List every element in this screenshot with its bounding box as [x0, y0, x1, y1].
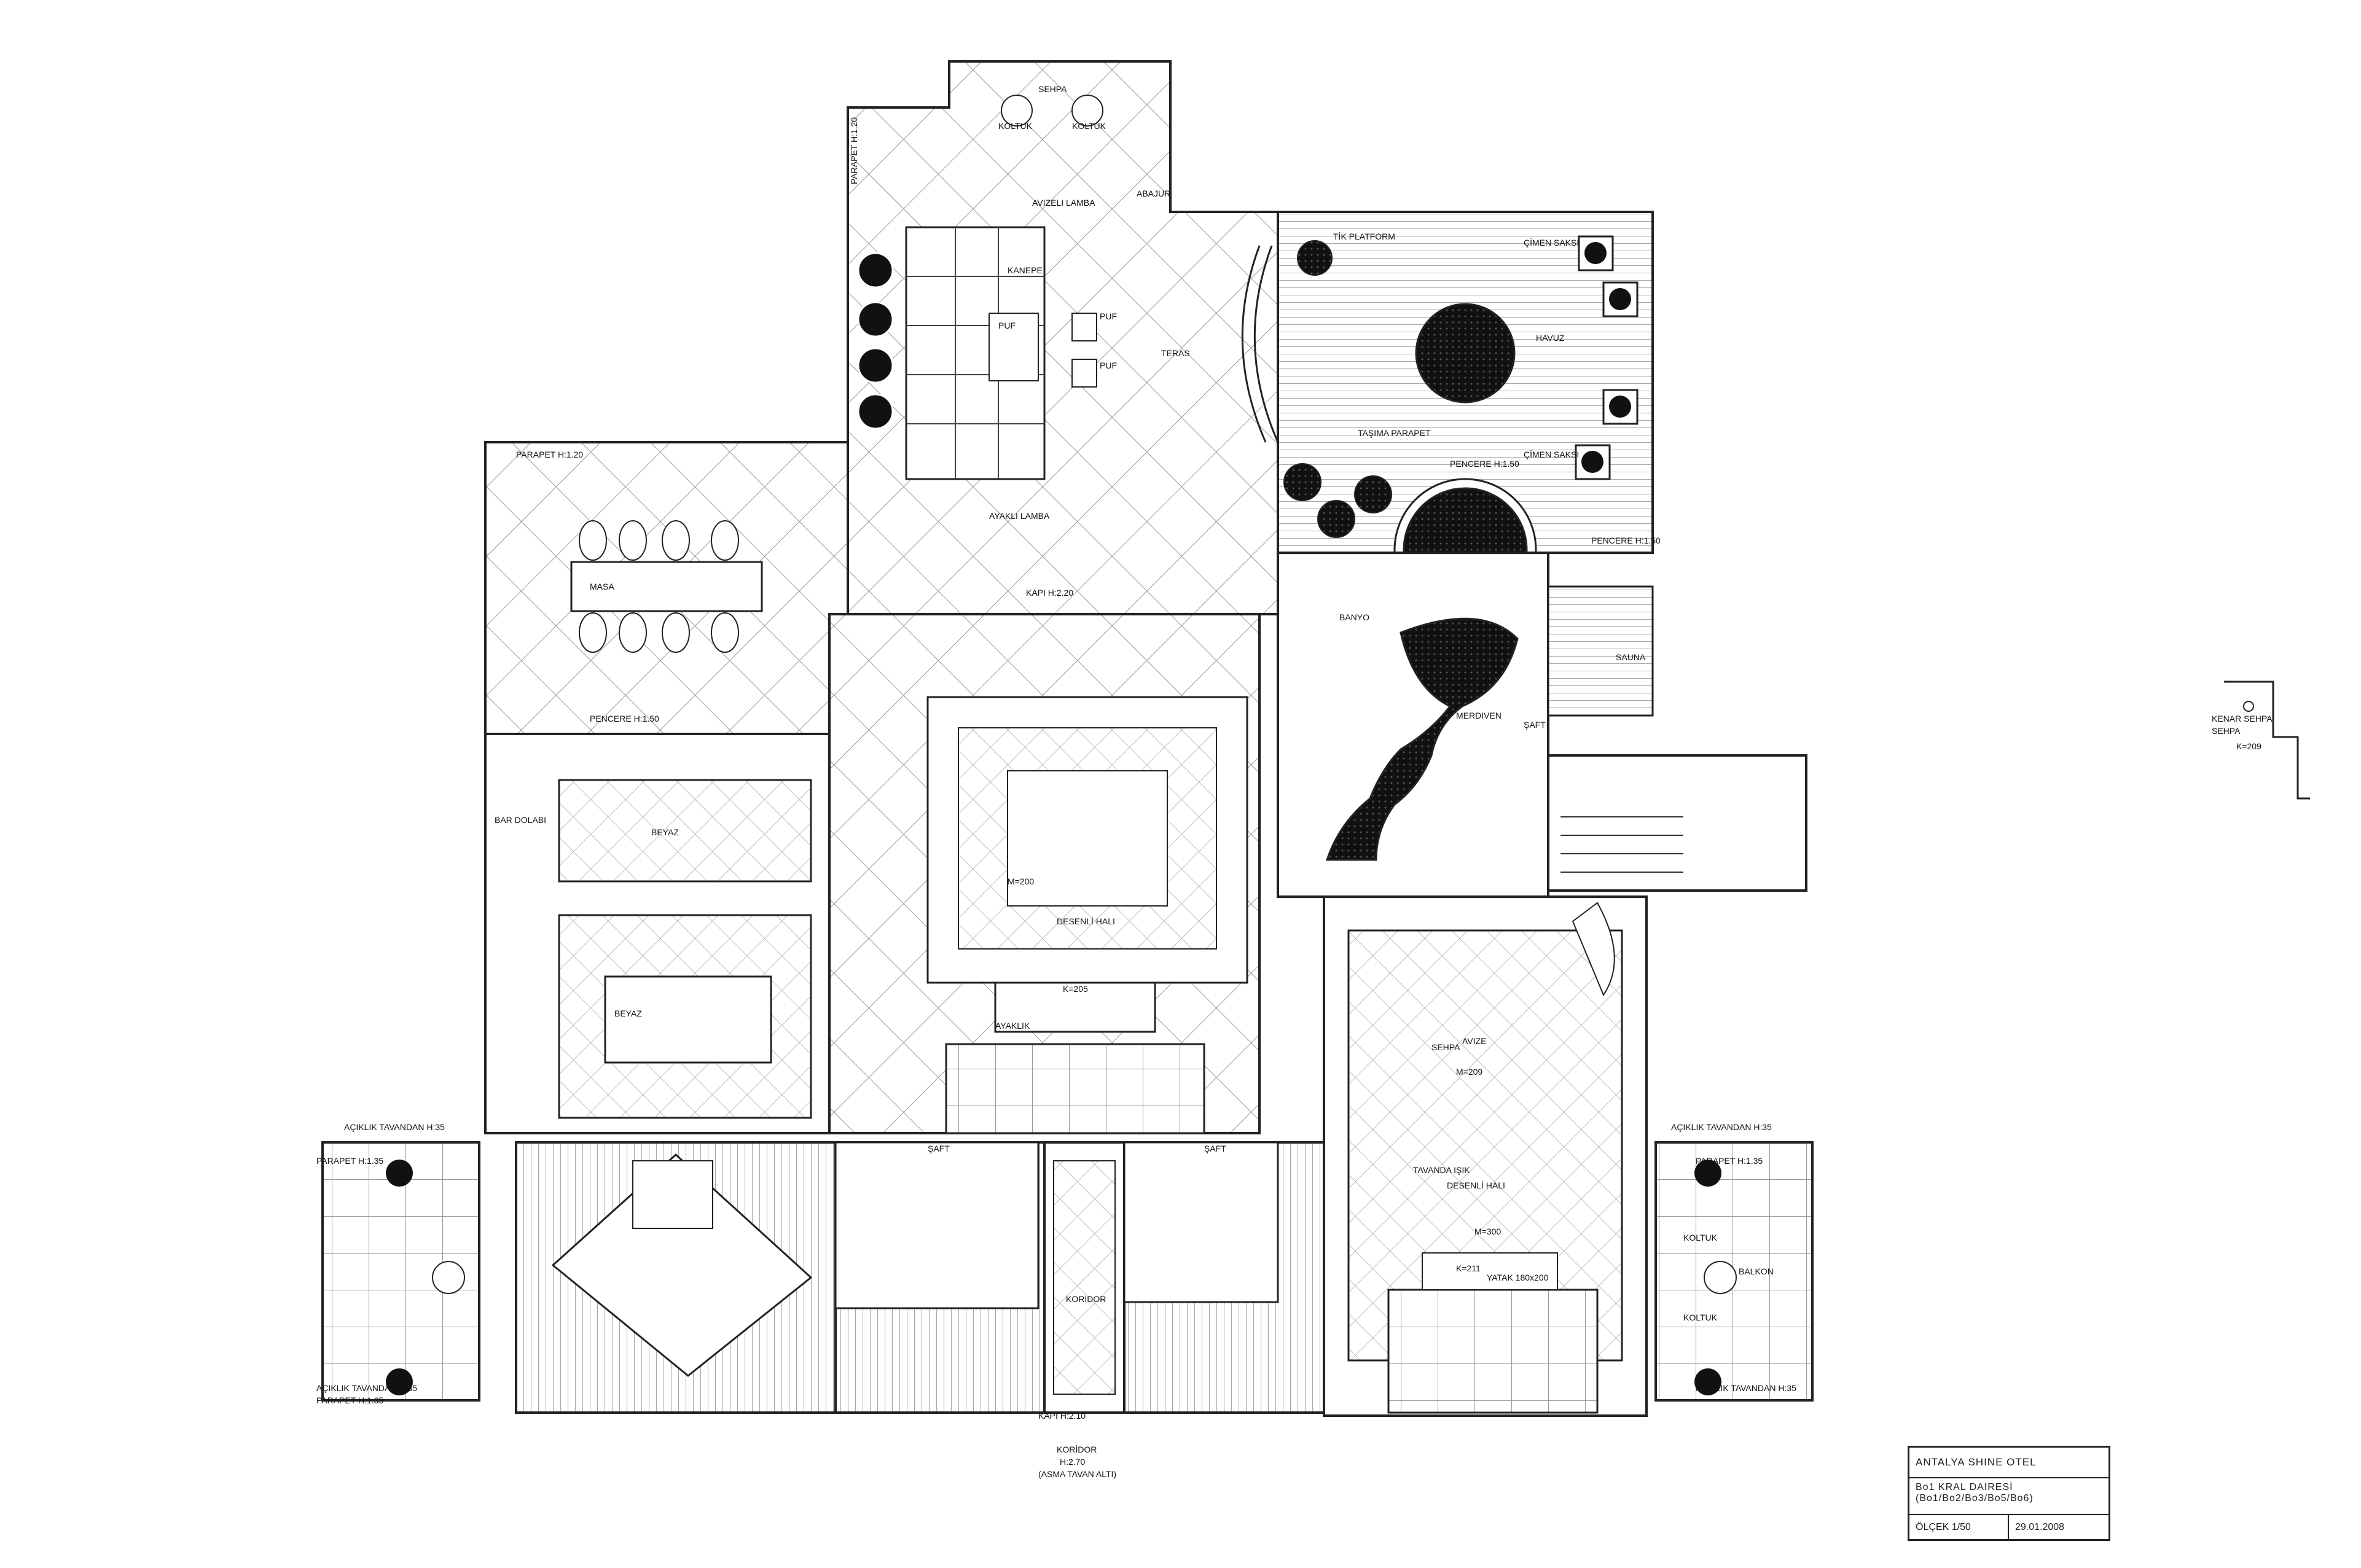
spa-core	[1277, 552, 1807, 898]
label-acik-tavan-l: AÇIKLIK TAVANDAN H:35	[344, 1122, 445, 1132]
balcony-left	[321, 1141, 480, 1402]
label-parapet-l: PARAPET H:1.35	[316, 1156, 383, 1166]
label-parapet-l2: PARAPET H:1.35	[316, 1395, 383, 1405]
label-saft: ŞAFT	[1524, 720, 1546, 730]
label-cimen-saksi: ÇİMEN SAKSI	[1524, 237, 1579, 248]
label-koltuk-1: KOLTUK	[998, 121, 1033, 131]
label-m209: M=209	[1456, 1067, 1482, 1077]
label-acik-tavan-r: AÇIKLIK TAVANDAN H:35	[1671, 1122, 1772, 1132]
label-acik-tavan-r2: AÇIKLIK TAVANDAN H:35	[1696, 1383, 1796, 1393]
label-puf-3: PUF	[1100, 361, 1117, 370]
label-koridor: KORİDOR	[1066, 1293, 1106, 1304]
label-masa: MASA	[590, 582, 614, 591]
date-text: 29.01.2008	[2015, 1522, 2065, 1532]
label-balkon: BALKON	[1739, 1266, 1774, 1276]
label-koltuk-r: KOLTUK	[1683, 1233, 1718, 1242]
unit-description: Bo1 KRAL DAIRESİ (Bo1/Bo2/Bo3/Bo5/Bo6)	[1909, 1478, 2108, 1515]
label-avize: AVIZE	[1462, 1036, 1486, 1046]
label-kenar-sehpa: KENAR SEHPA	[2212, 714, 2273, 724]
label-tik-platform: TİK PLATFORM	[1333, 231, 1395, 241]
label-cimen-saksi-2: ÇİMEN SAKSI	[1524, 449, 1579, 459]
label-pencere-m: PENCERE H:1.50	[590, 714, 659, 724]
title-block: ANTALYA SHINE OTEL Bo1 KRAL DAIRESİ (Bo1…	[1908, 1446, 2110, 1541]
bottom-wing	[515, 1141, 1325, 1414]
balcony-right	[1654, 1141, 1814, 1402]
label-beyaz-2: BEYAZ	[614, 1008, 642, 1018]
label-tasima: TAŞIMA PARAPET	[1358, 428, 1431, 438]
label-sehpa-top: SEHPA	[1038, 84, 1067, 94]
label-puf-2: PUF	[1100, 311, 1117, 321]
unit-line-1: Bo1 KRAL DAIRESİ	[1916, 1482, 2013, 1492]
project-name: ANTALYA SHINE OTEL	[1909, 1448, 2108, 1478]
label-sauna: SAUNA	[1616, 652, 1646, 662]
label-pencere-2: PENCERE H:1.50	[1450, 459, 1519, 469]
living-area	[484, 613, 1261, 1134]
label-ayakli-lamba: AYAKLI LAMBA	[989, 511, 1050, 521]
label-asma: (ASMA TAVAN ALTI)	[1038, 1469, 1116, 1479]
label-k209: K=209	[2236, 741, 2261, 751]
label-kanepe: KANEPE	[1008, 265, 1043, 275]
label-saft-2: ŞAFT	[928, 1144, 950, 1153]
label-merdiven: MERDIVEN	[1456, 711, 1502, 720]
label-parapet-left-top: PARAPET H:1.20	[849, 117, 859, 184]
label-m300: M=300	[1474, 1227, 1501, 1236]
label-parapet-left-mid: PARAPET H:1.20	[516, 450, 583, 459]
label-sehpa-right: SEHPA	[2212, 726, 2241, 736]
label-desenli-hali-2: DESENLİ HALI	[1447, 1180, 1505, 1190]
scale-text: ÖLÇEK 1/50	[1909, 1515, 2009, 1540]
label-kapi-2: KAPI H:2.10	[1038, 1411, 1086, 1421]
label-k211: K=211	[1456, 1263, 1481, 1273]
label-pencere-3: PENCERE H:1.50	[1591, 536, 1661, 545]
master-bedroom	[1323, 895, 1648, 1417]
unit-line-2: (Bo1/Bo2/Bo3/Bo5/Bo6)	[1916, 1493, 2034, 1504]
scale-date-row: ÖLÇEK 1/50 29.01.2008	[1909, 1515, 2108, 1540]
label-koridor-b: KORİDOR	[1057, 1444, 1097, 1454]
label-abajur: ABAJUR	[1137, 189, 1170, 198]
label-yatak: YATAK 180x200	[1487, 1273, 1549, 1282]
label-bar-dolabi: BAR DOLABI	[495, 815, 546, 825]
label-k205: K=205	[1063, 984, 1088, 994]
top-terrace	[847, 60, 1279, 615]
label-koltuk-2: KOLTUK	[1072, 121, 1106, 131]
label-tavanda: TAVANDA IŞIK	[1413, 1165, 1470, 1175]
label-sehpa-mid: SEHPA	[1431, 1042, 1460, 1052]
detail-sketch	[2224, 681, 2310, 800]
label-saft-3: ŞAFT	[1204, 1144, 1226, 1153]
label-desenli-hali: DESENLİ HALI	[1057, 916, 1115, 926]
label-avize-lamba: AVIZELI LAMBA	[1032, 198, 1095, 208]
label-banyo: BANYO	[1339, 612, 1369, 622]
label-havuz: HAVUZ	[1536, 333, 1565, 343]
label-teras: TERAS	[1161, 348, 1190, 358]
label-parapet-r: PARAPET H:1.35	[1696, 1156, 1763, 1166]
label-kapi: KAPI H:2.20	[1026, 588, 1073, 598]
label-koltuk-r2: KOLTUK	[1683, 1313, 1718, 1322]
label-acik-tavan-l2: AÇIKLIK TAVANDAN H:35	[316, 1383, 417, 1393]
label-beyaz: BEYAZ	[651, 827, 679, 837]
label-ayaklik: AYAKLIK	[995, 1021, 1030, 1031]
label-puf: PUF	[998, 321, 1016, 330]
left-terrace	[484, 441, 849, 735]
label-h270: H:2.70	[1060, 1457, 1085, 1467]
label-m200: M=200	[1008, 876, 1034, 886]
